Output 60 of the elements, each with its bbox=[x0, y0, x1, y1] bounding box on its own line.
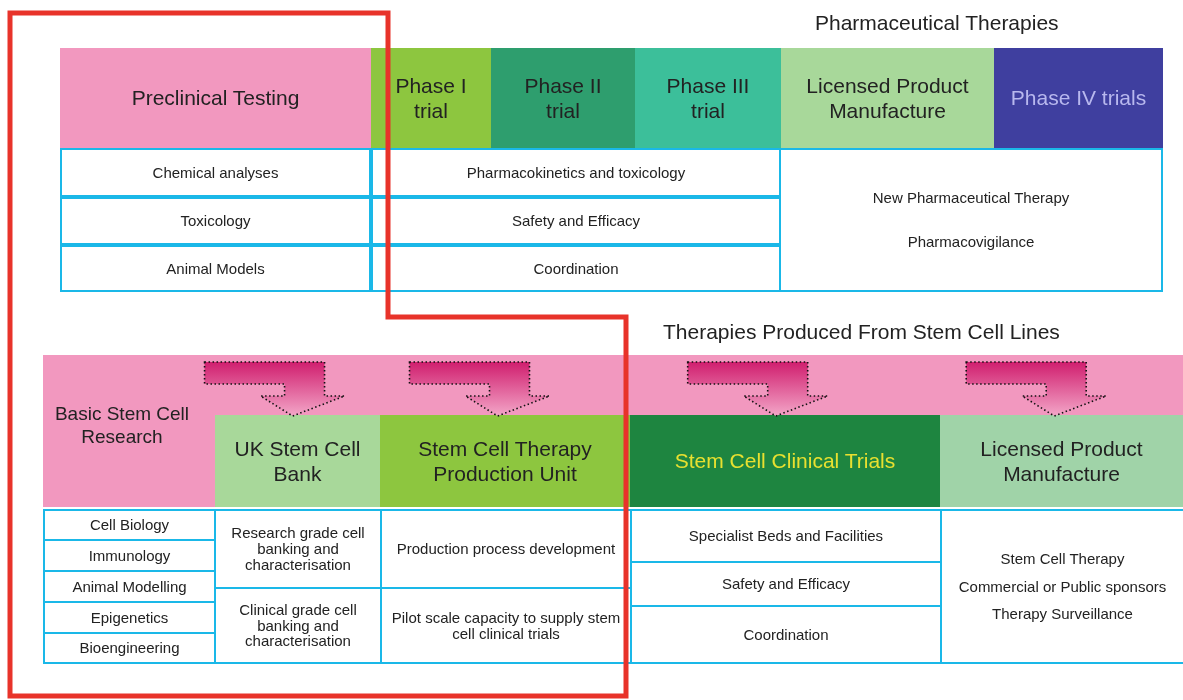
table-cell bbox=[940, 509, 1183, 664]
stage-header bbox=[60, 48, 371, 148]
block-arrow bbox=[686, 361, 829, 417]
stage-title: UK Stem Cell Bank bbox=[233, 435, 362, 487]
table-cell bbox=[60, 245, 371, 292]
stage-header bbox=[994, 48, 1163, 148]
stage-header bbox=[380, 415, 630, 507]
cell-text: Therapy Surveillance bbox=[991, 606, 1134, 623]
stage-title: Licensed Product Manufacture bbox=[979, 435, 1144, 487]
cell-text: Bioengineering bbox=[78, 640, 181, 656]
stage-title: Phase II trial bbox=[523, 72, 603, 124]
cell-text: Toxicology bbox=[179, 213, 252, 229]
cell-text: New Pharmaceutical Therapy bbox=[871, 190, 1071, 206]
table-cell bbox=[371, 245, 781, 292]
stage-title: Preclinical Testing bbox=[130, 85, 301, 111]
cell-text: Production process development bbox=[395, 541, 617, 557]
cell-text: Safety and Efficacy bbox=[510, 213, 642, 229]
cell-text: Pharmacokinetics and toxicology bbox=[465, 164, 687, 181]
cell-text: Chemical analyses bbox=[151, 164, 280, 181]
cell-text: Immunology bbox=[87, 547, 172, 564]
cell-text: Research grade cell banking and characterisation bbox=[230, 525, 366, 573]
section-heading: Pharmaceutical Therapies bbox=[815, 11, 1059, 35]
section-heading: Therapies Produced From Stem Cell Lines bbox=[663, 320, 1060, 344]
table-cell bbox=[43, 509, 216, 541]
table-cell bbox=[371, 197, 781, 245]
stage-header bbox=[781, 48, 994, 148]
cell-text: Clinical grade cell banking and characterisation bbox=[238, 601, 358, 650]
stage-title: Stem Cell Therapy Production Unit bbox=[417, 435, 593, 487]
band-heading: Basic Stem Cell Research bbox=[53, 403, 191, 449]
table-cell bbox=[779, 148, 1163, 292]
stage-title: Phase III trial bbox=[665, 72, 751, 124]
cell-text: Pharmacovigilance bbox=[906, 234, 1036, 250]
cell-text: Animal Models bbox=[165, 260, 266, 277]
stage-header bbox=[215, 415, 380, 507]
stage-title: Licensed Product Manufacture bbox=[805, 72, 970, 124]
cell-text: Animal Modelling bbox=[71, 578, 188, 595]
cell-text: Pilot scale capacity to supply stem cell clinical trials bbox=[390, 609, 622, 642]
cell-text: Epigenetics bbox=[89, 609, 170, 626]
cell-text: Coordination bbox=[742, 626, 830, 643]
cell-text: Commercial or Public sponsors bbox=[957, 578, 1168, 595]
stage-title: Stem Cell Clinical Trials bbox=[673, 448, 897, 474]
cell-text: Coordination bbox=[532, 260, 620, 277]
table-cell bbox=[371, 148, 781, 197]
stage-header bbox=[491, 48, 635, 148]
cell-text: Stem Cell Therapy bbox=[999, 550, 1126, 567]
block-arrow bbox=[965, 361, 1107, 417]
stage-title: Phase IV trials bbox=[1009, 85, 1148, 111]
table-cell bbox=[43, 632, 216, 664]
table-cell bbox=[60, 148, 371, 197]
cell-text: Safety and Efficacy bbox=[720, 576, 852, 592]
block-arrow bbox=[203, 361, 346, 417]
table-cell bbox=[60, 197, 371, 245]
cell-text: Cell Biology bbox=[88, 517, 171, 533]
stage-header bbox=[630, 415, 940, 507]
stage-header bbox=[635, 48, 781, 148]
cell-text: Specialist Beds and Facilities bbox=[687, 528, 885, 544]
stage-header bbox=[371, 48, 491, 148]
block-arrow bbox=[408, 361, 551, 417]
stage-header bbox=[940, 415, 1183, 507]
stage-title: Phase I trial bbox=[394, 72, 468, 124]
